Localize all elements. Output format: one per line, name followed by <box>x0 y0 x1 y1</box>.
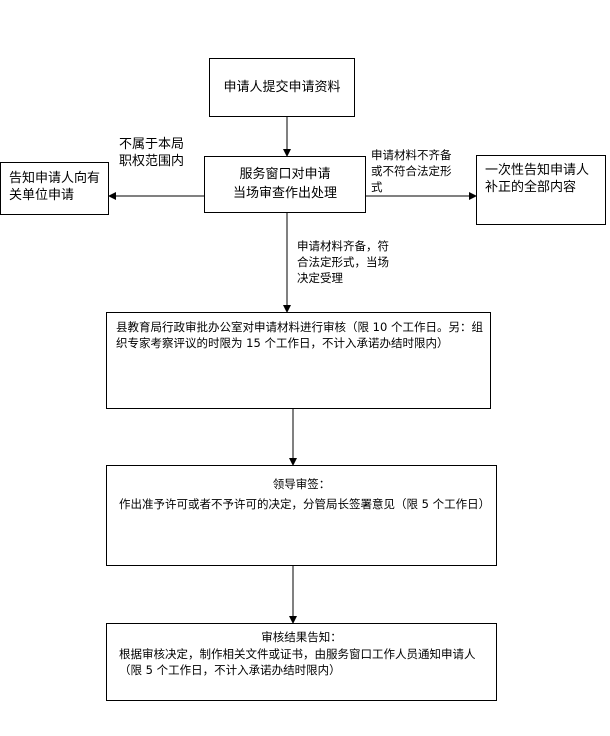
node-notify-supplement: 一次性告知申请人补正的全部内容 <box>476 155 606 225</box>
node-notify-other-unit: 告知申请人向有关单位申请 <box>0 162 109 215</box>
node-result-title: 审核结果告知： <box>261 630 342 644</box>
node-result-notice: 审核结果告知： 根据审核决定，制作相关文件或证书，由服务窗口工作人员通知申请人（… <box>106 623 497 701</box>
node-window-line2: 当场审查作出处理 <box>232 186 337 201</box>
node-leader-title: 领导审签： <box>272 477 331 491</box>
edge-label-not-in-scope: 不属于本局职权范围内 <box>119 137 185 169</box>
node-submit-label: 申请人提交申请资料 <box>223 80 341 95</box>
node-notify-supplement-label: 一次性告知申请人补正的全部内容 <box>485 163 590 195</box>
node-leader-body: 作出准予许可或者不予许可的决定，分管局长签署意见（限 5 个工作日） <box>119 497 491 511</box>
edge-label-accepted: 申请材料齐备，符合法定形式，当场决定受理 <box>297 239 389 285</box>
node-service-window: 服务窗口对申请 当场审查作出处理 <box>204 156 366 213</box>
edge-label-incomplete: 申请材料不齐备或不符合法定形式 <box>371 148 452 194</box>
node-review: 县教育局行政审批办公室对申请材料进行审核（限 10 个工作日。另：组织专家考察评… <box>106 312 491 409</box>
node-review-label: 县教育局行政审批办公室对申请材料进行审核（限 10 个工作日。另：组织专家考察评… <box>116 320 483 350</box>
node-notify-other-label: 告知申请人向有关单位申请 <box>9 171 101 203</box>
node-window-line1: 服务窗口对申请 <box>239 167 331 182</box>
node-submit: 申请人提交申请资料 <box>209 58 355 117</box>
node-result-body: 根据审核决定，制作相关文件或证书，由服务窗口工作人员通知申请人（限 5 个工作日… <box>119 647 476 677</box>
node-leader-sign: 领导审签： 作出准予许可或者不予许可的决定，分管局长签署意见（限 5 个工作日） <box>106 465 497 566</box>
